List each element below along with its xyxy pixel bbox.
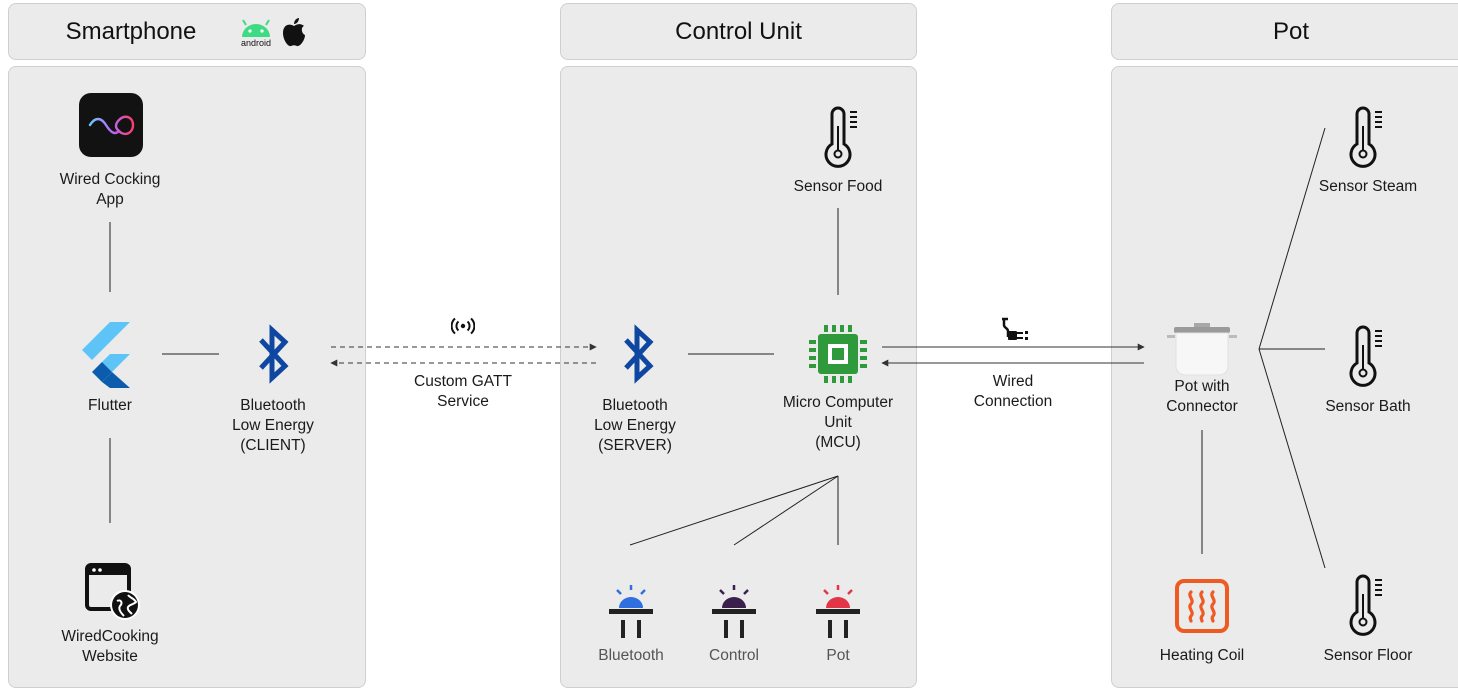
app-label: Wired Cocking App [59, 171, 161, 208]
gatt-service-label: Custom GATT Service [414, 373, 512, 410]
sensor-bath-label: Sensor Bath [1325, 398, 1411, 415]
panel-body-smartphone [8, 66, 366, 688]
pot-icon [1166, 322, 1238, 376]
led-control-label: Control [709, 647, 759, 664]
sensor-floor-label: Sensor Floor [1323, 647, 1413, 664]
thermometer-bath-icon [1345, 325, 1387, 389]
ble-client-label: Bluetooth Low Energy (CLIENT) [232, 397, 314, 454]
thermometer-floor-icon [1345, 574, 1387, 638]
panel-title-pot: Pot [1272, 17, 1310, 45]
line-mcu-led-bluetooth [629, 475, 839, 546]
led-bluetooth-icon [606, 584, 656, 640]
ble-server-label: Bluetooth Low Energy (SERVER) [594, 397, 676, 454]
app-logo-icon [79, 93, 143, 157]
flutter-label: Flutter [88, 397, 132, 414]
led-bluetooth-label: Bluetooth [598, 647, 664, 664]
led-pot-label: Pot [826, 647, 850, 664]
website-label: WiredCooking Website [61, 628, 159, 665]
line-pot-floor [1258, 348, 1326, 569]
mcu-label: Micro Computer Unit (MCU) [782, 394, 894, 451]
panel-header-pot: Pot [1111, 3, 1458, 60]
pot-label: Pot with Connector [1166, 378, 1238, 415]
android-icon: android [236, 15, 276, 49]
sensor-food-label: Sensor Food [793, 178, 883, 195]
panel-header-control-unit: Control Unit [560, 3, 917, 60]
mcu-chip-icon [808, 324, 868, 384]
wired-connection-label: Wired Connection [973, 373, 1053, 410]
thermometer-food-icon [820, 106, 862, 170]
website-icon [84, 562, 144, 622]
apple-icon [280, 16, 308, 48]
panel-body-control-unit [560, 66, 917, 688]
thermometer-steam-icon [1345, 106, 1387, 170]
wireless-signal-icon [450, 317, 476, 335]
led-control-icon [709, 584, 759, 640]
heating-coil-icon [1174, 578, 1230, 634]
led-pot-icon [813, 584, 863, 640]
bluetooth-server-icon [618, 322, 658, 386]
panel-body-pot [1111, 66, 1458, 688]
flutter-icon [80, 322, 132, 388]
plug-connector-icon [1000, 317, 1030, 341]
panel-title-control-unit: Control Unit [675, 17, 802, 45]
heating-coil-label: Heating Coil [1159, 647, 1245, 664]
line-mcu-led-control [733, 475, 839, 546]
panel-title-smartphone: Smartphone [65, 17, 197, 45]
bluetooth-client-icon [253, 322, 293, 386]
panel-header-smartphone: Smartphone android [8, 3, 366, 60]
line-pot-steam [1258, 127, 1326, 350]
sensor-steam-label: Sensor Steam [1318, 178, 1418, 195]
svg-text:android: android [241, 38, 271, 48]
